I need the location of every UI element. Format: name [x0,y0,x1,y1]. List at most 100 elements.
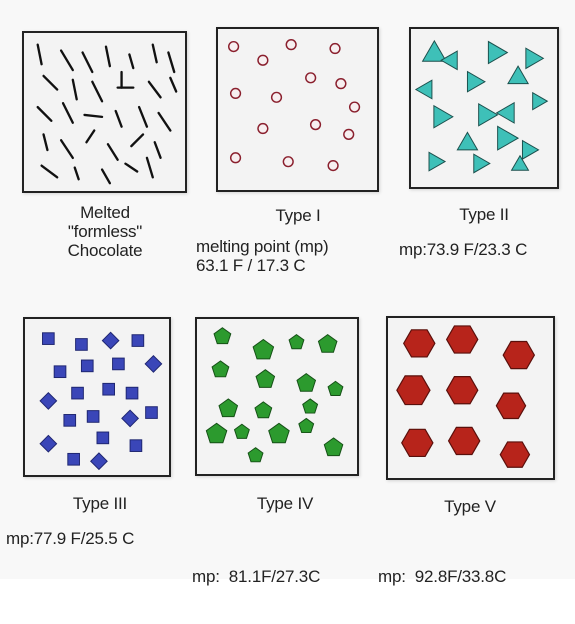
type1-circle-crystal [350,102,360,112]
melted-line-mark [63,103,73,123]
type5-hexagon-crystal [404,330,435,357]
type3-crystal-illustration [25,319,169,475]
type1-circle-crystal [344,129,354,139]
type3-square-crystal [102,332,119,349]
type5-hexagon-crystal [503,342,534,369]
type1-circle-crystal [231,153,241,163]
label-type3-mp: mp:77.9 F/25.5 C [6,529,186,548]
type5-hexagon-crystal [449,427,480,454]
type3-square-crystal [146,407,158,419]
type4-pentagon-crystal [255,402,272,418]
type4-pentagon-crystal [234,424,249,438]
type3-square-crystal [145,356,162,373]
type4-pentagon-crystal [206,423,226,442]
type4-pentagon-crystal [219,399,238,417]
label-melted-line-2: "formless" [40,222,170,241]
melted-line-mark [42,166,58,178]
type1-circle-crystal [306,73,316,83]
type2-triangle-crystal [434,106,453,128]
type3-square-crystal [43,333,55,345]
type2-triangle-crystal [416,80,432,98]
label-type3-mp-line: mp:77.9 F/25.5 C [6,529,186,548]
type1-crystal-illustration [218,29,377,190]
label-type1: Type I [218,206,378,225]
melted-chocolate-illustration [24,33,185,191]
type2-triangle-crystal [498,126,518,150]
type2-triangle-crystal [467,72,485,92]
type5-hexagon-crystal [397,376,430,405]
panel-type4 [195,317,359,476]
type1-circle-crystal [311,120,321,130]
type3-square-crystal [91,453,108,470]
type2-triangle-crystal [441,51,457,69]
type4-pentagon-crystal [214,328,231,344]
melted-line-mark [102,170,110,184]
melted-line-mark [44,76,58,90]
type3-square-crystal [97,432,109,444]
type2-triangle-crystal [429,152,445,170]
melted-line-mark [86,131,94,143]
melted-line-mark [170,78,176,92]
melted-line-mark [73,80,77,100]
melted-line-mark [153,45,157,63]
type3-square-crystal [81,360,93,372]
type3-square-crystal [54,366,66,378]
melted-line-mark [83,53,93,73]
panel-type2 [409,27,559,189]
type1-circle-crystal [336,79,346,89]
type2-triangle-crystal [479,104,498,126]
type4-pentagon-crystal [318,335,337,353]
type4-pentagon-crystal [299,418,314,432]
type4-pentagon-crystal [253,339,273,358]
type5-hexagon-crystal [496,393,525,418]
melted-line-mark [155,142,161,158]
type2-triangle-crystal [533,93,548,110]
label-type3: Type III [30,494,170,513]
label-type1-mp: melting point (mp) 63.1 F / 17.3 C [196,237,376,275]
label-melted-line-3: Chocolate [40,241,170,260]
type1-circle-crystal [258,55,268,65]
melted-line-mark [61,51,73,71]
label-type2: Type II [409,205,559,224]
melted-line-mark [92,82,102,102]
type3-square-crystal [64,415,76,427]
label-type5: Type V [400,497,540,516]
melted-line-mark [131,134,143,146]
type4-pentagon-crystal [269,423,289,442]
type3-square-crystal [130,440,142,452]
melted-line-mark [149,82,161,98]
type4-pentagon-crystal [248,448,263,462]
label-type1-mp-line-2: 63.1 F / 17.3 C [196,256,376,275]
label-melted: Melted "formless" Chocolate [40,203,170,260]
melted-line-mark [38,107,52,121]
type3-square-crystal [40,435,57,452]
melted-line-mark [147,158,153,178]
melted-line-mark [168,53,174,73]
label-type5-mp-line: mp: 92.8F/33.8C [378,567,568,586]
type4-pentagon-crystal [212,361,229,377]
type5-crystal-illustration [388,318,553,478]
type1-circle-crystal [283,157,293,167]
panel-melted [22,31,187,193]
type3-square-crystal [76,339,88,351]
label-type1-name: Type I [218,206,378,225]
label-type4-name: Type IV [215,494,355,513]
label-type4: Type IV [215,494,355,513]
type3-square-crystal [72,387,84,399]
label-type2-mp-line: mp:73.9 F/23.3 C [399,240,569,259]
type4-pentagon-crystal [297,374,316,392]
label-type5-name: Type V [400,497,540,516]
label-type2-mp: mp:73.9 F/23.3 C [399,240,569,259]
type2-crystal-illustration [411,29,557,187]
melted-line-mark [139,107,147,127]
type3-square-crystal [68,453,80,465]
type1-circle-crystal [286,40,296,50]
type3-square-crystal [40,393,57,410]
type1-circle-crystal [330,44,340,54]
melted-line-mark [75,168,79,180]
label-type5-mp: mp: 92.8F/33.8C [378,529,568,624]
type1-circle-crystal [258,124,268,134]
type3-square-crystal [113,358,125,370]
type2-triangle-crystal [526,48,544,68]
type2-triangle-crystal [512,156,529,171]
